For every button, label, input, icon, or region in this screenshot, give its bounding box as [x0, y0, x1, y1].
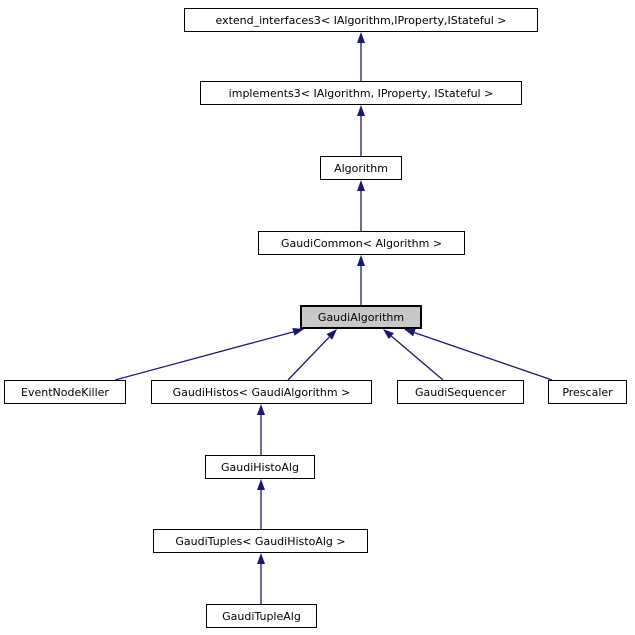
node-prescaler[interactable]: Prescaler [548, 380, 627, 404]
edge-gaudituplealg-to-gaudituples [257, 553, 265, 604]
node-algorithm[interactable]: Algorithm [320, 156, 402, 180]
node-gaudituples[interactable]: GaudiTuples< GaudiHistoAlg > [153, 529, 368, 553]
edge-gaudisequencer-to-gaudialgorithm [383, 329, 444, 381]
node-extend-interfaces3[interactable]: extend_interfaces3< IAlgorithm,IProperty… [184, 8, 538, 32]
edge-algorithm-to-implements3 [357, 105, 365, 156]
edge-implements3-to-extend-interfaces3 [357, 32, 365, 81]
node-gaudituplealg[interactable]: GaudiTupleAlg [206, 604, 317, 628]
node-gaudialgorithm: GaudiAlgorithm [300, 305, 422, 329]
node-gaudicommon[interactable]: GaudiCommon< Algorithm > [258, 231, 465, 255]
edge-prescaler-to-gaudialgorithm [404, 328, 553, 381]
edge-gaudihistoalg-to-gaudihistos [257, 404, 265, 455]
edge-gaudihistos-to-gaudialgorithm [287, 329, 337, 381]
node-gaudihistoalg[interactable]: GaudiHistoAlg [205, 455, 315, 479]
edge-gaudialgorithm-to-gaudicommon [357, 255, 365, 305]
node-eventnodekiller[interactable]: EventNodeKiller [4, 380, 126, 404]
node-implements3[interactable]: implements3< IAlgorithm, IProperty, ISta… [200, 81, 522, 105]
edge-gaudicommon-to-algorithm [357, 180, 365, 231]
edge-gaudituples-to-gaudihistoalg [257, 479, 265, 529]
edge-eventnodekiller-to-gaudialgorithm [114, 328, 304, 381]
node-gaudisequencer[interactable]: GaudiSequencer [397, 380, 524, 404]
node-gaudihistos[interactable]: GaudiHistos< GaudiAlgorithm > [151, 380, 372, 404]
